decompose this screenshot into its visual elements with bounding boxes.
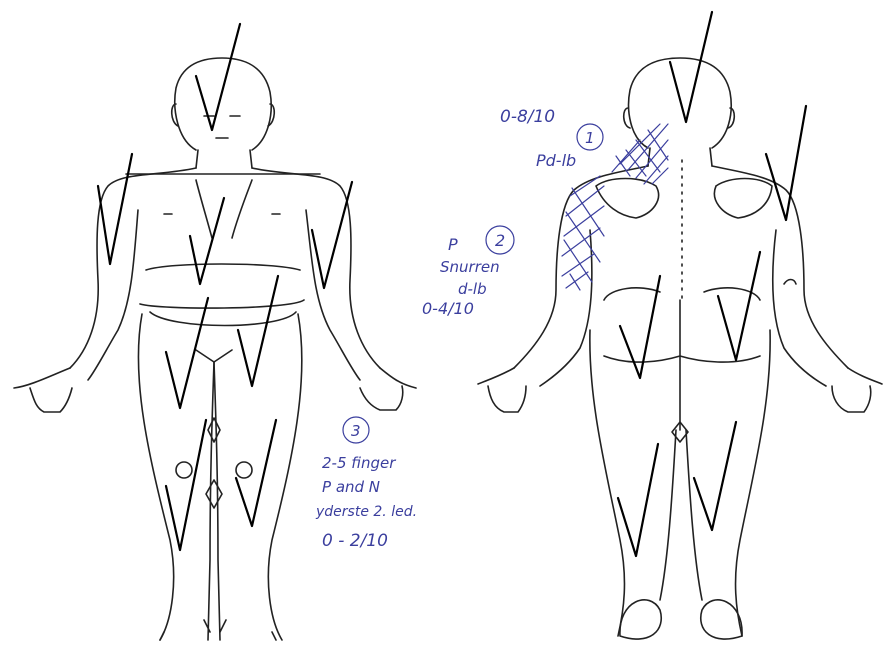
annotation-3-line-4: 0 - 2/10	[322, 531, 388, 551]
back-body-figure	[478, 58, 882, 639]
annotation-1-rating: 0-8/10	[500, 107, 555, 127]
annotation-3-line-1: 2-5 finger	[322, 454, 396, 472]
annotation-1-number: 1	[585, 129, 595, 147]
front-body-figure	[14, 58, 416, 640]
check-mark	[694, 422, 736, 530]
annotation-3-line-2: P and N	[322, 478, 380, 496]
check-mark	[190, 198, 224, 284]
check-marks	[98, 12, 806, 556]
check-mark	[98, 154, 132, 264]
check-mark	[166, 420, 206, 550]
annotation-2-line-3: d-lb	[458, 280, 487, 298]
annotation-area-1: 0-8/10 1 Pd-lb	[500, 107, 603, 170]
annotation-area-2: 2 P Snurren d-lb 0-4/10	[422, 226, 514, 318]
check-mark	[196, 24, 240, 130]
annotation-1-description: Pd-lb	[536, 151, 576, 170]
check-mark	[718, 252, 760, 360]
crosshatch-area-neck	[562, 124, 668, 290]
annotation-2-line-4: 0-4/10	[422, 299, 474, 318]
check-mark	[618, 444, 658, 556]
annotation-2-line-2: Snurren	[440, 258, 500, 276]
annotation-2-line-1: P	[448, 235, 458, 254]
check-mark	[766, 106, 806, 220]
annotation-3-number: 3	[351, 422, 361, 440]
annotation-area-3: 3 2-5 finger P and N yderste 2. led. 0 -…	[315, 417, 417, 551]
check-mark	[238, 276, 278, 386]
check-mark	[236, 420, 276, 526]
check-mark	[670, 12, 712, 122]
annotation-3-line-3: yderste 2. led.	[315, 504, 417, 520]
annotation-2-number: 2	[495, 231, 505, 250]
